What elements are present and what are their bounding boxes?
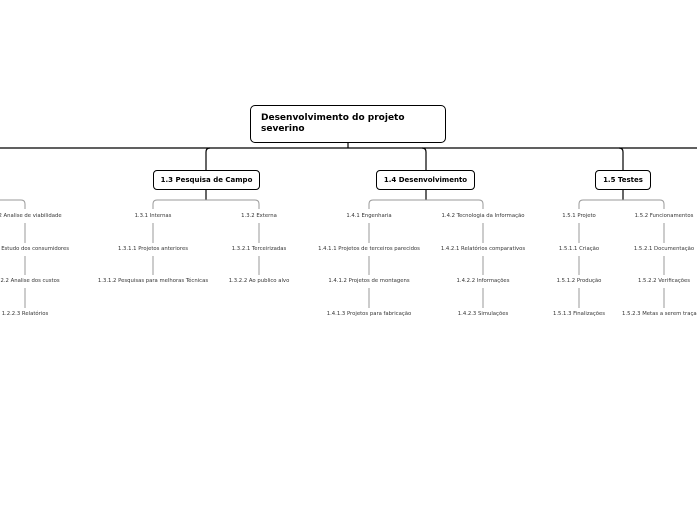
leaf-node[interactable]: 1.5.1 Projeto	[562, 213, 596, 219]
leaf-node[interactable]: 1.4.1.3 Projetos para fabricação	[326, 311, 412, 317]
child-bracket	[152, 199, 260, 209]
child-bracket	[0, 199, 26, 209]
leaf-node[interactable]: 1.4.2.3 Simulações	[457, 311, 509, 317]
leaf-node[interactable]: 1.4.1.1 Projetos de terceiros parecidos	[318, 246, 420, 252]
leaf-node[interactable]: 1.4.2 Tecnologia da Informação	[441, 213, 525, 219]
leaf-node[interactable]: 1.5.2.2 Verificações	[637, 278, 690, 284]
leaf-node[interactable]: 1.5.2.3 Metas a serem traçadas	[622, 311, 697, 317]
root-node[interactable]: Desenvolvimento do projeto severino	[250, 105, 446, 143]
leaf-node[interactable]: 1.4.2.2 Informações	[456, 278, 510, 284]
leaf-node[interactable]: 1.5.2 Funcionamentos	[634, 213, 694, 219]
root-title-line1: Desenvolvimento do projeto	[261, 113, 405, 123]
leaf-node[interactable]: 1.3.2.1 Terceirizadas	[231, 246, 287, 252]
leaf-node[interactable]: 1.2.2 Analise de viabilidade	[0, 213, 62, 219]
leaf-node[interactable]: 1.4.1.2 Projetos de montagens	[328, 278, 410, 284]
leaf-node[interactable]: 1.4.1 Engenharia	[346, 213, 392, 219]
leaf-node[interactable]: 1.5.1.1 Criação	[558, 246, 600, 252]
leaf-node[interactable]: 1.5.2.1 Documentação	[633, 246, 695, 252]
leaf-node[interactable]: 1.2.2.1 Estudo dos consumidores	[0, 246, 70, 252]
branch-connector	[205, 147, 211, 170]
leaf-node[interactable]: 1.3.1 Internas	[134, 213, 172, 219]
child-bracket	[578, 199, 665, 209]
branch-node-testes[interactable]: 1.5 Testes	[595, 170, 651, 190]
leaf-node[interactable]: 1.3.1.2 Pesquisas para melhoras Técnicas	[97, 278, 209, 284]
root-title-line2: severino	[261, 124, 305, 134]
branch-connector	[618, 147, 624, 170]
child-bracket	[368, 199, 484, 209]
leaf-node[interactable]: 1.2.2.3 Relatórios	[1, 311, 49, 317]
leaf-node[interactable]: 1.5.1.2 Produção	[556, 278, 602, 284]
leaf-node[interactable]: 1.3.2.2 Ao publico alvo	[228, 278, 290, 284]
leaf-node[interactable]: 1.4.2.1 Relatórios comparativos	[440, 246, 526, 252]
branch-connector	[421, 147, 427, 170]
branch-node-desenvolvimento[interactable]: 1.4 Desenvolvimento	[376, 170, 475, 190]
leaf-node[interactable]: 1.5.1.3 Finalizações	[552, 311, 606, 317]
leaf-node[interactable]: 1.3.2 Externa	[241, 213, 277, 219]
branch-node-pesquisa-de-campo[interactable]: 1.3 Pesquisa de Campo	[153, 170, 260, 190]
leaf-node[interactable]: 1.2.2.2 Analise dos custos	[0, 278, 60, 284]
leaf-node[interactable]: 1.3.1.1 Projetos anteriores	[117, 246, 189, 252]
